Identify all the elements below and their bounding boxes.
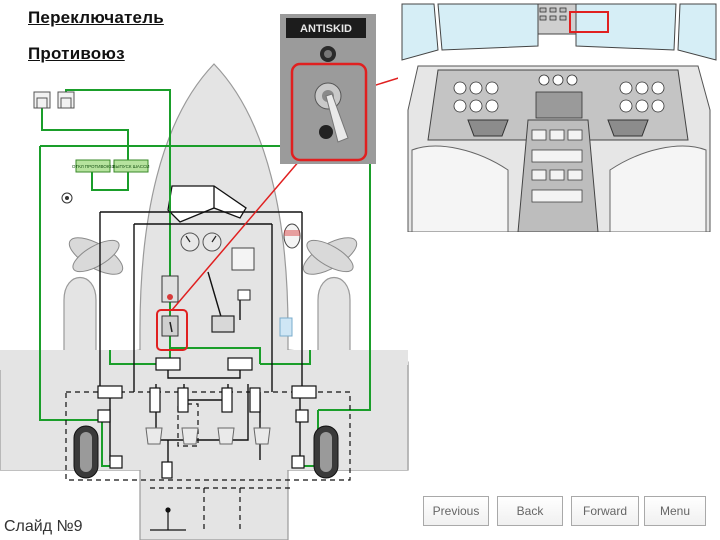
menu-button[interactable]: Menu [644,496,706,526]
relay-left-label: ОТКЛ ПРОТИВОЮЗ [72,164,115,169]
relay-boxes: ОТКЛ ПРОТИВОЮЗ ВЫПУСК ШАССИ [72,159,150,173]
control-valve [211,289,293,337]
nose-gear-link [150,507,186,531]
antiskid-unit [161,275,179,337]
slide-title-line1: Переключатель [28,8,164,27]
brake-valves [97,357,317,479]
antiskid-label: ANTISKID [300,23,352,35]
slide-number: Слайд №9 [4,518,83,535]
forward-button[interactable]: Forward [571,496,639,526]
back-button[interactable]: Back [497,496,563,526]
main-wheels [73,425,339,479]
top-switches [33,91,75,109]
indicator-lamp-icon [61,192,73,204]
relay-right-label: ВЫПУСК ШАССИ [113,164,150,169]
cockpit-panel-highlight [569,11,609,33]
hydraulic-reservoir [231,223,301,271]
slide-title-line2: Противоюз [28,44,125,63]
antiskid-switch-photo: ANTISKID [280,14,376,164]
pressure-gauges [180,232,222,252]
brake-cylinders [145,427,271,445]
toggle-highlight [290,62,368,162]
previous-button[interactable]: Previous [423,496,489,526]
cockpit-illustration [398,0,720,232]
